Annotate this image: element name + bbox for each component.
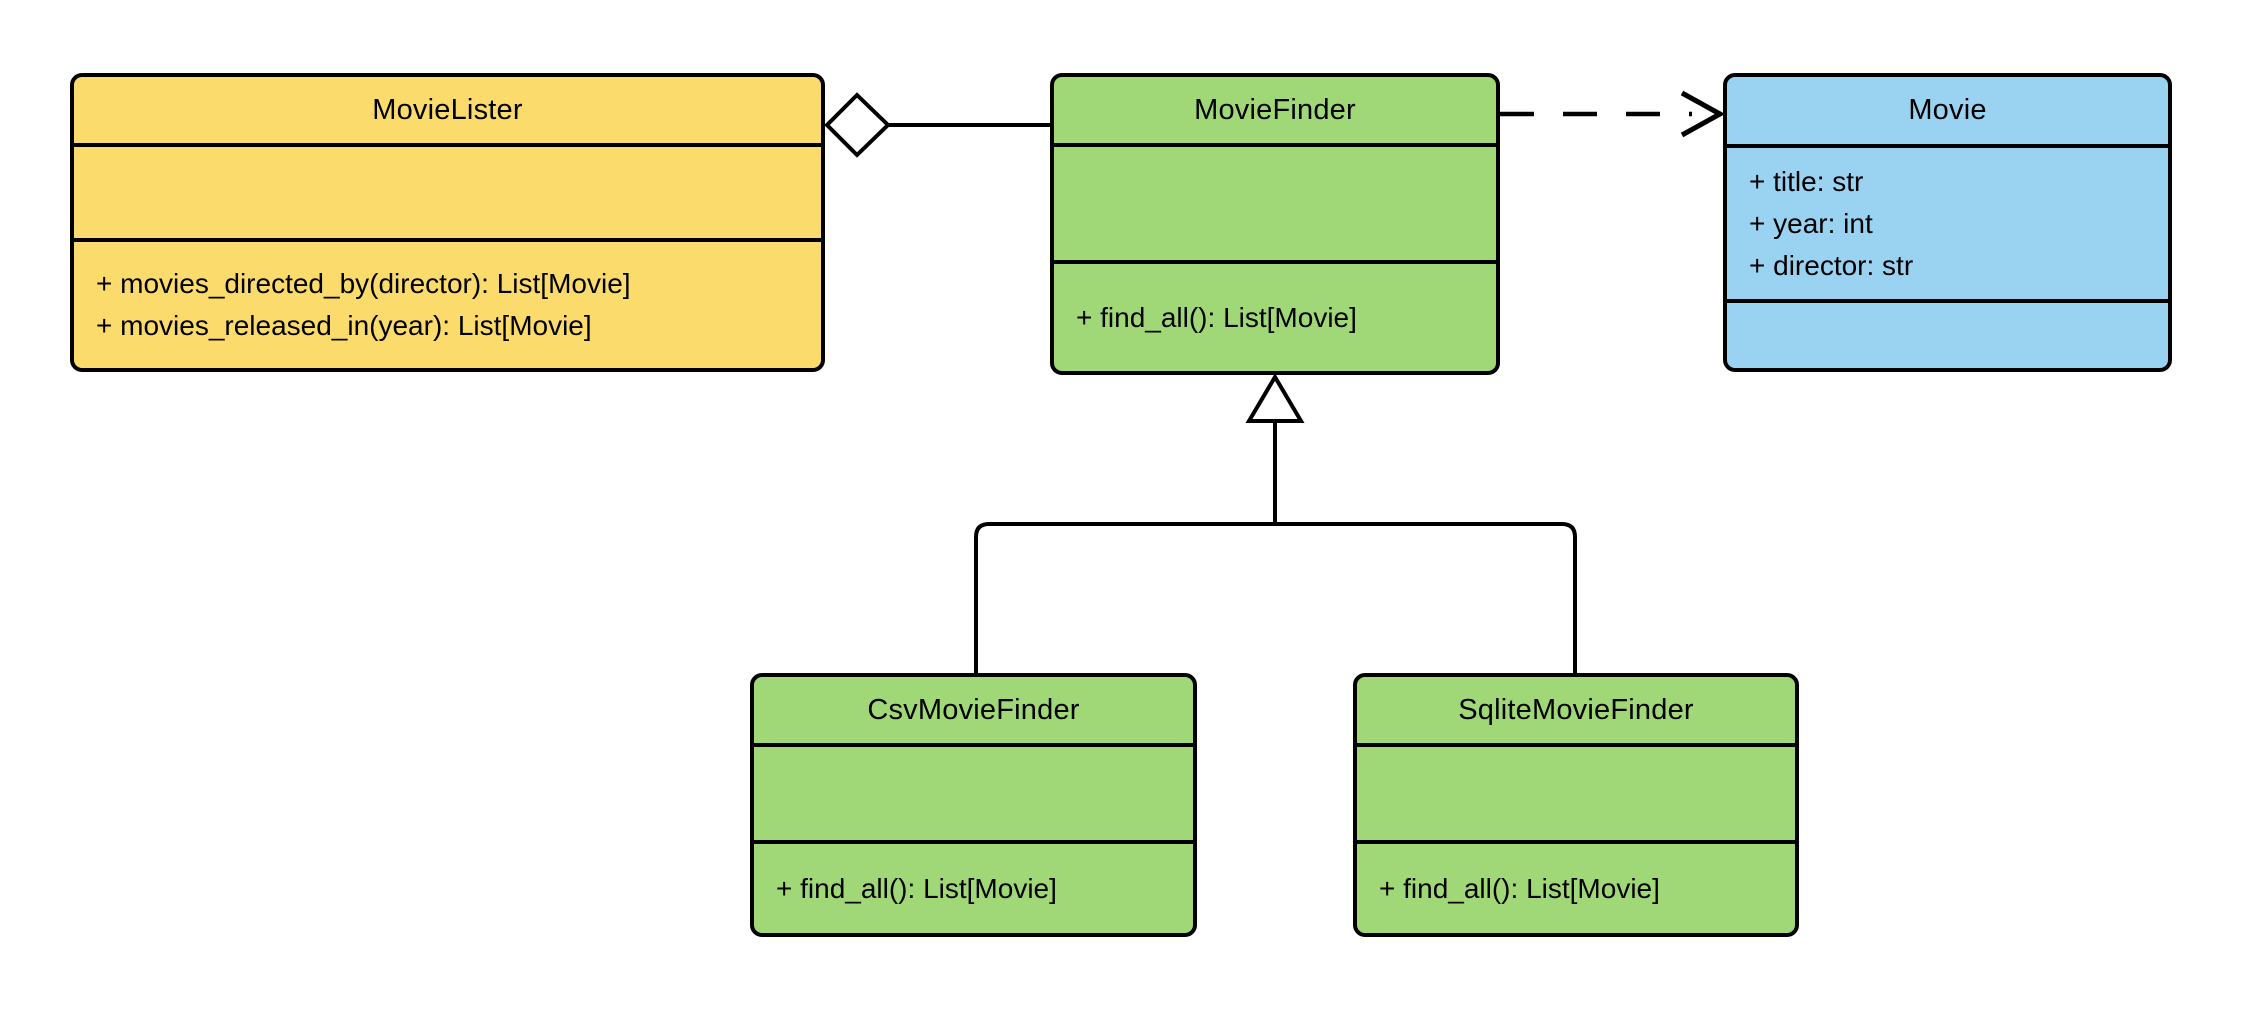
attributes-section xyxy=(754,743,1193,840)
method: + movies_released_in(year): List[Movie] xyxy=(96,310,592,341)
methods-section: + find_all(): List[Movie] xyxy=(1054,260,1496,371)
attribute: + year: int xyxy=(1749,207,1873,239)
aggregation-diamond-icon xyxy=(824,92,891,158)
class-movie: Movie + title: str + year: int + directo… xyxy=(1723,73,2172,372)
methods-section: + movies_directed_by(director): List[Mov… xyxy=(74,238,821,368)
dependency-connector xyxy=(1500,90,1726,138)
methods-section: + find_all(): List[Movie] xyxy=(1357,840,1795,933)
attribute: + director: str xyxy=(1749,249,1914,281)
class-title: SqliteMovieFinder xyxy=(1458,693,1694,726)
inheritance-connector xyxy=(974,373,1577,675)
method: + find_all(): List[Movie] xyxy=(1379,872,1660,904)
method: + find_all(): List[Movie] xyxy=(776,872,1057,904)
attribute: + title: str xyxy=(1749,165,1864,197)
methods-section: + find_all(): List[Movie] xyxy=(754,840,1193,933)
attributes-section: + title: str + year: int + director: str xyxy=(1727,144,2168,299)
attributes-section xyxy=(1357,743,1795,840)
class-moviefinder: MovieFinder + find_all(): List[Movie] xyxy=(1050,73,1500,375)
attributes-section xyxy=(74,143,821,238)
class-title: Movie xyxy=(1908,94,1987,126)
class-title: MovieLister xyxy=(372,93,523,126)
inheritance-triangle-icon xyxy=(1245,373,1305,423)
attributes-section xyxy=(1054,143,1496,260)
aggregation-connector xyxy=(824,92,1054,158)
class-movielister: MovieLister + movies_directed_by(directo… xyxy=(70,73,825,372)
method: + movies_directed_by(director): List[Mov… xyxy=(96,268,631,299)
class-title: CsvMovieFinder xyxy=(867,693,1080,726)
class-sqlitemoviefinder: SqliteMovieFinder + find_all(): List[Mov… xyxy=(1353,673,1799,937)
class-csvmoviefinder: CsvMovieFinder + find_all(): List[Movie] xyxy=(750,673,1197,937)
open-arrowhead-icon xyxy=(1680,90,1726,138)
method: + find_all(): List[Movie] xyxy=(1076,301,1357,333)
class-title: MovieFinder xyxy=(1194,93,1356,126)
methods-section xyxy=(1727,299,2168,368)
